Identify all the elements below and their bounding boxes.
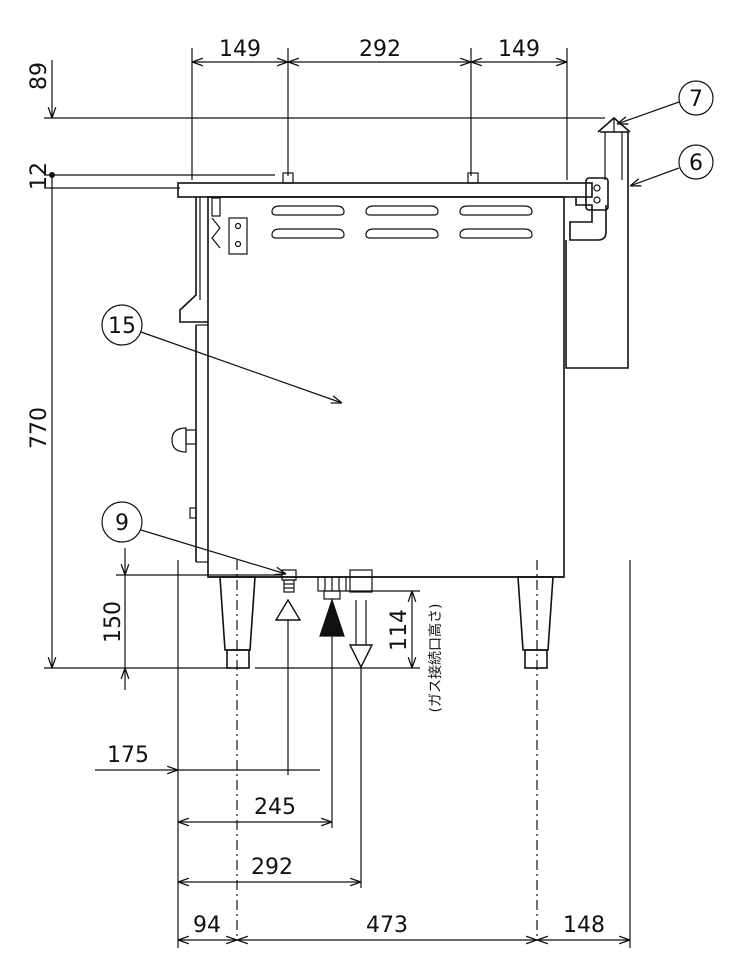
fitting-drain — [349, 569, 373, 593]
callout-6: 6 — [630, 144, 714, 186]
callout-15: 15 — [101, 304, 342, 403]
control-knob-icon — [171, 427, 187, 453]
bottom-dimension-group: 175 245 292 94 473 148 — [95, 560, 631, 948]
callout-15-label: 15 — [108, 314, 136, 339]
fitting-gas-connection — [317, 576, 347, 600]
callout-9-label: 9 — [115, 511, 129, 536]
dim-left-150: 150 — [101, 601, 126, 643]
dim-bottom-148: 148 — [563, 913, 605, 938]
cabinet-side-panel — [207, 196, 565, 578]
dim-bottom-94: 94 — [193, 913, 221, 938]
top-foot-left — [282, 172, 294, 184]
callout-7-label: 7 — [689, 87, 703, 112]
dim-bottom-473: 473 — [366, 913, 408, 938]
front-panel-upper — [179, 197, 208, 323]
hinge-hardware — [211, 197, 248, 255]
dim-bottom-175: 175 — [107, 743, 149, 768]
callout-9: 9 — [101, 501, 286, 574]
rear-flue — [565, 116, 631, 369]
gas-inlet-arrow-icon — [319, 598, 345, 828]
appliance-body — [171, 116, 631, 940]
dim-left-12: 12 — [27, 162, 52, 190]
water-inlet-arrow-icon — [274, 598, 302, 775]
dim-top-left: 149 — [219, 37, 261, 62]
dim-bottom-245: 245 — [254, 795, 296, 820]
gas-connection-height-note: (ガス接続口高さ) — [427, 604, 444, 713]
left-dimension-group: 89 12 770 150 — [27, 60, 605, 690]
drain-outlet-arrow-icon — [348, 600, 374, 888]
top-foot-right — [467, 172, 479, 184]
dim-bottom-292: 292 — [251, 855, 293, 880]
leg-right — [517, 560, 554, 940]
leg-left — [219, 560, 256, 940]
vent-slots — [271, 205, 533, 239]
small-bracket — [189, 507, 197, 519]
gas-height-dimension: 114 (ガス接続口高さ) — [255, 590, 444, 713]
top-plate — [177, 182, 593, 198]
dimension-dot — [49, 172, 55, 178]
callout-6-label: 6 — [689, 151, 703, 176]
control-knob-stem — [185, 429, 197, 445]
dim-left-89: 89 — [27, 62, 52, 90]
dim-left-770: 770 — [27, 407, 52, 449]
dim-top-right: 149 — [498, 37, 540, 62]
dim-top-center: 292 — [359, 37, 401, 62]
callout-7: 7 — [617, 80, 714, 124]
dim-right-114: 114 — [387, 609, 412, 651]
top-dimension-group: 149 292 149 — [191, 37, 568, 180]
